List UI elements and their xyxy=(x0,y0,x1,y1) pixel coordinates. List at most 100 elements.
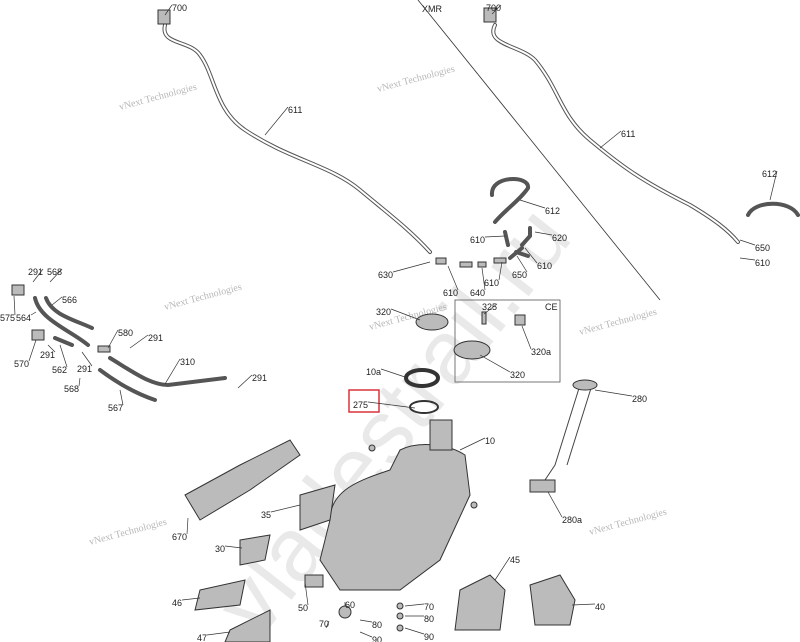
callout-40[interactable]: 40 xyxy=(595,602,605,612)
callout-611[interactable]: 611 xyxy=(288,105,302,115)
bracket-670 xyxy=(184,439,301,521)
callout-275[interactable]: 275 xyxy=(353,400,368,410)
leader-line xyxy=(164,4,173,16)
callout-291[interactable]: 291 xyxy=(28,267,43,277)
tether-325 xyxy=(481,311,487,325)
callout-291[interactable]: 291 xyxy=(40,350,55,360)
leader-line xyxy=(30,311,37,316)
leader-line xyxy=(59,344,68,368)
callout-70[interactable]: 70 xyxy=(424,602,434,612)
callout-325[interactable]: 325 xyxy=(482,302,497,312)
callout-50[interactable]: 50 xyxy=(298,603,308,613)
callout-566[interactable]: 566 xyxy=(62,295,77,305)
callout-291[interactable]: 291 xyxy=(252,373,267,383)
leader-line xyxy=(49,268,63,283)
callout-10a[interactable]: 10a xyxy=(366,367,381,377)
gasket-275 xyxy=(409,400,439,414)
callout-700[interactable]: 700 xyxy=(172,3,187,13)
leader-line xyxy=(547,491,563,518)
leader-line xyxy=(494,556,511,581)
callout-620[interactable]: 620 xyxy=(552,233,567,243)
leader-line xyxy=(404,627,425,635)
callout-700[interactable]: 700 xyxy=(486,3,501,13)
fuel-tank-10 xyxy=(319,444,471,591)
callout-630[interactable]: 630 xyxy=(378,270,393,280)
callout-291[interactable]: 291 xyxy=(77,364,92,374)
callout-70[interactable]: 70 xyxy=(319,619,329,629)
leader-line xyxy=(380,368,409,379)
leader-line xyxy=(519,199,546,209)
callout-610[interactable]: 610 xyxy=(755,258,770,268)
callout-45[interactable]: 45 xyxy=(510,555,520,565)
callout-580[interactable]: 580 xyxy=(118,328,133,338)
callout-567[interactable]: 567 xyxy=(108,403,123,413)
leader-line xyxy=(32,268,44,283)
callout-80[interactable]: 80 xyxy=(372,620,382,630)
callout-60[interactable]: 60 xyxy=(345,600,355,610)
callout-10[interactable]: 10 xyxy=(485,436,495,446)
callout-280[interactable]: 280 xyxy=(632,394,647,404)
highlight-box-275[interactable] xyxy=(348,389,380,413)
callout-320[interactable]: 320 xyxy=(510,370,525,380)
callout-280a[interactable]: 280a xyxy=(562,515,582,525)
callout-564[interactable]: 564 xyxy=(16,313,31,323)
callout-610[interactable]: 610 xyxy=(484,278,499,288)
leader-line xyxy=(164,358,181,385)
fuel-pump-280 xyxy=(544,384,593,481)
leader-line xyxy=(498,261,503,281)
shield-47 xyxy=(224,609,271,642)
callout-575[interactable]: 575 xyxy=(0,313,15,323)
leader-line xyxy=(270,504,301,513)
washer-80 xyxy=(396,612,404,620)
callout-568[interactable]: 568 xyxy=(64,384,79,394)
leader-line xyxy=(739,239,756,246)
callout-291[interactable]: 291 xyxy=(148,333,163,343)
watermark-brand: vNext Technologies xyxy=(588,507,668,538)
callout-90[interactable]: 90 xyxy=(372,635,382,642)
callout-610[interactable]: 610 xyxy=(537,261,552,271)
leader-line xyxy=(392,261,431,273)
leader-line xyxy=(739,257,756,261)
callout-610[interactable]: 610 xyxy=(443,288,458,298)
callout-568[interactable]: 568 xyxy=(47,267,62,277)
hose-566 xyxy=(44,296,94,330)
callout-650[interactable]: 650 xyxy=(755,243,770,253)
leader-line xyxy=(119,389,124,406)
leader-line xyxy=(491,4,502,15)
fuel-pump-filter-280a xyxy=(529,479,556,493)
leader-line xyxy=(534,231,553,236)
fitting-570 xyxy=(31,329,45,341)
callout-570[interactable]: 570 xyxy=(14,359,29,369)
callout-670[interactable]: 670 xyxy=(172,532,187,542)
leader-line xyxy=(524,247,538,264)
callout-612[interactable]: 612 xyxy=(762,169,777,179)
leader-line xyxy=(325,620,330,629)
watermark-brand: vNext Technologies xyxy=(88,517,168,548)
leader-line xyxy=(78,377,81,387)
callout-310[interactable]: 310 xyxy=(180,357,195,367)
pad-50 xyxy=(304,574,324,588)
callout-30[interactable]: 30 xyxy=(215,544,225,554)
callout-610[interactable]: 610 xyxy=(470,235,485,245)
leader-line xyxy=(51,296,63,306)
callout-80[interactable]: 80 xyxy=(424,614,434,624)
callout-35[interactable]: 35 xyxy=(261,510,271,520)
clip-700-xmr xyxy=(483,7,497,23)
callout-611[interactable]: 611 xyxy=(621,129,635,139)
callout-562[interactable]: 562 xyxy=(52,365,67,375)
leader-line xyxy=(390,308,421,321)
callout-650[interactable]: 650 xyxy=(512,270,527,280)
callout-320[interactable]: 320 xyxy=(376,307,391,317)
hose-564 xyxy=(33,296,90,347)
shield-30 xyxy=(239,534,271,566)
lock-ring-10a xyxy=(404,368,440,388)
hose-562 xyxy=(53,336,74,347)
callout-320a[interactable]: 320a xyxy=(531,347,551,357)
clip-700 xyxy=(157,9,171,25)
callout-612[interactable]: 612 xyxy=(545,206,560,216)
callout-90[interactable]: 90 xyxy=(424,632,434,642)
callout-47[interactable]: 47 xyxy=(197,633,207,642)
callout-640[interactable]: 640 xyxy=(470,288,485,298)
variant-label: XMR xyxy=(422,4,443,14)
callout-46[interactable]: 46 xyxy=(172,598,182,608)
